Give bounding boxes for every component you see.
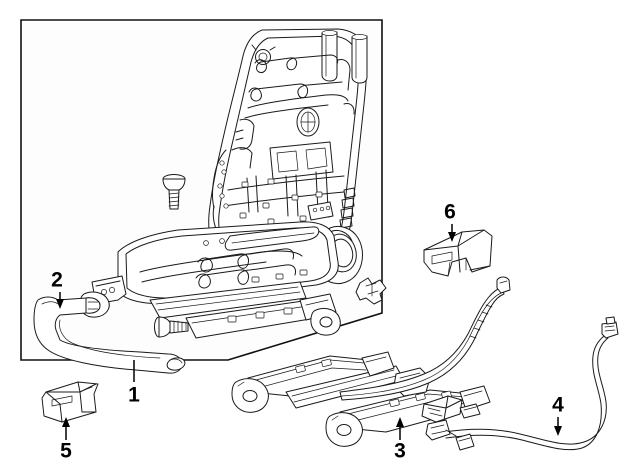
- callout-number-6: 6: [444, 201, 456, 224]
- cover-cap: [41, 381, 99, 423]
- cushion-spring-wire-2: [195, 264, 296, 289]
- harness-left-connector: [425, 419, 457, 441]
- callout-number-2: 2: [51, 269, 63, 292]
- callout-number-5: 5: [60, 440, 72, 463]
- callout-number-1: 1: [128, 384, 140, 407]
- cushion-deck-holes: [203, 238, 308, 283]
- callout-number-4: 4: [552, 394, 564, 417]
- back-frame-round-holes: [217, 160, 229, 209]
- back-frame-window-pair: [269, 141, 334, 180]
- arrowhead-6: [448, 232, 456, 242]
- harness-thick: [339, 276, 511, 401]
- harness-thin: [425, 316, 619, 451]
- seat-cushion-frame: [79, 221, 341, 339]
- arrowhead-3: [396, 417, 404, 427]
- arrowhead-2: [56, 299, 64, 309]
- back-spring-wire-mid: [248, 81, 343, 102]
- trim-cover: [423, 229, 493, 277]
- arrowhead-4: [554, 426, 562, 436]
- connector-block: [421, 395, 481, 423]
- back-spring-wire-upper: [254, 54, 339, 73]
- harness-right-connector: [601, 316, 619, 339]
- lever-bar: [33, 296, 186, 374]
- callout-number-3: 3: [394, 440, 406, 463]
- upper-bolt: [162, 174, 186, 210]
- lower-bolt: [154, 316, 189, 338]
- arrowhead-5: [62, 417, 70, 427]
- harness-clip: [455, 433, 475, 451]
- small-bracket: [355, 277, 387, 305]
- callout-leaders: [56, 224, 562, 440]
- back-frame-center-hole: [296, 107, 320, 137]
- headrest-guide-posts: [321, 30, 368, 84]
